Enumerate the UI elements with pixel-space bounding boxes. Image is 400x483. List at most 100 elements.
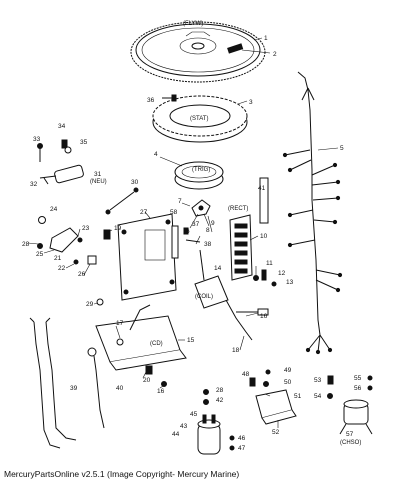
callout-32: 32 xyxy=(30,181,38,188)
callout-24: 24 xyxy=(50,206,58,213)
callout-12: 12 xyxy=(278,270,286,277)
starter-solenoid[interactable] xyxy=(197,414,221,455)
callout-13: 13 xyxy=(286,279,294,286)
callout-11: 11 xyxy=(266,260,273,267)
callout-16a: 16 xyxy=(260,313,268,320)
callout-27: 27 xyxy=(140,209,148,216)
callout-28b: 28 xyxy=(216,387,224,394)
hardware-19[interactable] xyxy=(103,229,111,240)
callout-14: 14 xyxy=(214,265,222,272)
callout-6: 6 xyxy=(186,228,190,235)
callout-51: 51 xyxy=(294,393,302,400)
callout-54: 54 xyxy=(314,393,322,400)
callout-43: 43 xyxy=(180,423,188,430)
hardware-34-35[interactable] xyxy=(61,139,72,154)
callout-49: 49 xyxy=(284,367,292,374)
flywheel-tag: (FLYW) xyxy=(183,21,203,27)
callout-48: 48 xyxy=(242,371,250,378)
terminal-block[interactable] xyxy=(229,214,253,281)
rectifier-bracket[interactable]: (RECT) xyxy=(191,177,269,224)
neutral-switch[interactable]: (NEU) xyxy=(39,164,107,185)
callout-33: 33 xyxy=(33,136,41,143)
leader-lines xyxy=(27,37,339,428)
callout-35: 35 xyxy=(80,139,88,146)
callout-5: 5 xyxy=(340,145,344,152)
choke-solenoid[interactable]: (CHSO) xyxy=(339,399,373,446)
wiring-harness[interactable] xyxy=(282,71,343,355)
callout-3: 3 xyxy=(249,99,253,106)
callout-numbers: 1 2 3 4 5 6 7 8 9 10 11 12 13 14 15 16 1… xyxy=(22,35,362,452)
hardware-28-42[interactable] xyxy=(203,389,209,405)
callout-15: 15 xyxy=(187,337,195,344)
hardware-29[interactable] xyxy=(96,298,104,306)
ignition-coil[interactable]: (COIL) xyxy=(194,249,229,309)
cd-tag: (CD) xyxy=(150,341,163,347)
hardware-55-56[interactable] xyxy=(367,375,373,391)
callout-18: 18 xyxy=(232,347,240,354)
callout-8: 8 xyxy=(206,227,210,234)
callout-26: 26 xyxy=(78,271,86,278)
callout-57: 57 xyxy=(346,431,354,438)
lead-30[interactable] xyxy=(105,187,139,215)
bracket-25[interactable] xyxy=(37,216,79,253)
callout-34: 34 xyxy=(58,123,66,130)
callout-21: 21 xyxy=(54,255,62,262)
callout-19: 19 xyxy=(114,225,122,232)
part-58-37-38[interactable] xyxy=(171,225,201,259)
callout-56: 56 xyxy=(354,385,362,392)
hardware-48-49-50[interactable] xyxy=(249,369,271,387)
callout-22: 22 xyxy=(58,265,66,272)
callout-46: 46 xyxy=(238,435,246,442)
callout-25: 25 xyxy=(36,251,44,258)
callout-50: 50 xyxy=(284,379,292,386)
bracket-52[interactable] xyxy=(255,389,297,425)
stator-tag: (STAT) xyxy=(190,116,208,122)
callout-16b: 16 xyxy=(157,388,165,395)
callout-41: 41 xyxy=(258,185,266,192)
hardware-20-16[interactable] xyxy=(145,365,167,387)
image-caption: MercuryPartsOnline v2.5.1 (Image Copyrig… xyxy=(4,469,240,479)
callout-40: 40 xyxy=(116,385,124,392)
callout-7: 7 xyxy=(178,198,182,205)
callout-17: 17 xyxy=(116,320,124,327)
hardware-53-54[interactable] xyxy=(327,375,334,399)
callout-55: 55 xyxy=(354,375,362,382)
stator[interactable]: (STAT) xyxy=(152,95,248,143)
lead-40[interactable] xyxy=(87,347,105,429)
hardware-22-26[interactable] xyxy=(73,237,97,265)
hardware-33[interactable] xyxy=(37,143,43,163)
rectifier-tag: (RECT) xyxy=(228,206,248,212)
hardware-46-47[interactable] xyxy=(229,435,235,451)
callout-58: 58 xyxy=(170,209,178,216)
callout-30: 30 xyxy=(131,179,139,186)
lead-39[interactable] xyxy=(29,317,77,449)
screw-36[interactable] xyxy=(162,94,177,102)
callout-47: 47 xyxy=(238,445,246,452)
callout-36: 36 xyxy=(147,97,155,104)
flywheel[interactable]: (FLYW) xyxy=(130,21,266,83)
hardware-11-12-13[interactable] xyxy=(253,269,277,287)
callout-42: 42 xyxy=(216,397,224,404)
callout-29: 29 xyxy=(86,301,94,308)
callout-9: 9 xyxy=(211,220,215,227)
choke-tag: (CHSO) xyxy=(340,440,361,446)
hardware-32[interactable] xyxy=(43,177,49,185)
callout-23: 23 xyxy=(82,225,90,232)
callout-45: 45 xyxy=(190,411,198,418)
callout-20: 20 xyxy=(143,377,151,384)
callout-4: 4 xyxy=(154,151,158,158)
callout-38: 38 xyxy=(204,241,212,248)
callout-31: 31 xyxy=(94,171,102,178)
cd-module[interactable]: (CD) xyxy=(95,304,187,371)
trigger-tag: (TRIG) xyxy=(192,167,210,173)
callout-53: 53 xyxy=(314,377,322,384)
mounting-plate[interactable] xyxy=(117,213,177,301)
callout-10: 10 xyxy=(260,233,268,240)
callout-37: 37 xyxy=(192,221,200,228)
callout-2: 2 xyxy=(273,51,277,58)
callout-1: 1 xyxy=(264,35,268,42)
neutral-tag: (NEU) xyxy=(90,179,107,185)
trigger[interactable]: (TRIG) xyxy=(174,161,224,190)
plug-lead-18-16[interactable] xyxy=(225,299,269,341)
